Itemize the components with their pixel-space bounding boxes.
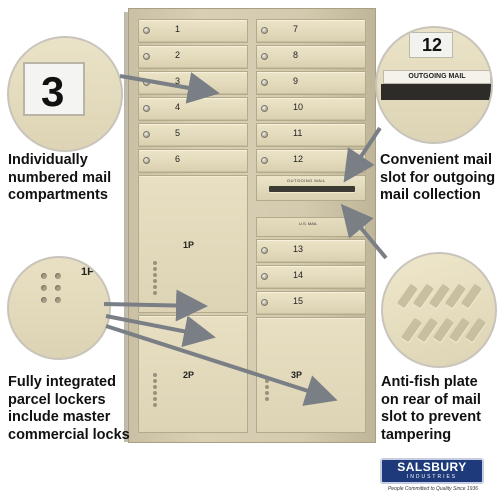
door-number: 5 [175,128,181,138]
lock-dots-icon [151,260,165,296]
lock-icon [261,299,268,306]
parcel-label: 1P [81,266,95,278]
callout-line: Anti-fish plate [381,374,478,390]
logo-tagline: People Committed to Quality Since 1936 [387,486,479,492]
door-number: 1 [175,24,181,34]
door-number: 7 [293,24,299,34]
mail-door: 13 [256,239,366,263]
lock-icon [261,105,268,112]
door-number: 2 [175,50,181,60]
lock-dots-icon [263,378,277,402]
mail-door: 15 [256,291,366,315]
callout-line: commercial locks [8,426,130,443]
callout-slot: Convenient mail slot for outgoing mail c… [380,152,498,205]
lock-dots-icon [37,270,65,306]
arrow-slot [343,126,382,183]
callout-parcel: Fully integrated parcel lockers include … [8,374,138,444]
mail-door: 9 [256,71,366,95]
door-number: 4 [175,102,181,112]
lock-icon [261,247,268,254]
lock-icon [143,131,150,138]
arrow-parcel-1 [103,289,208,322]
callout-line: include master [8,409,111,425]
lock-icon [143,157,150,164]
callout-line: slot to prevent [381,409,481,425]
mail-door: 11 [256,123,366,147]
lock-icon [261,273,268,280]
zoom-parcel-lock: 1P [7,256,111,360]
usmail-label: U.S. MAIL [299,221,318,226]
lock-icon [261,79,268,86]
callout-line: Convenient mail [380,152,492,168]
callout-line: tampering [381,426,452,443]
tag-number: 12 [422,35,443,55]
door-number: 10 [293,102,304,112]
slot-label: OUTGOING MAIL [287,178,326,183]
mail-door: 1 [138,19,248,43]
callout-line: numbered mail [8,169,112,186]
door-number: 3 [175,76,181,86]
logo-brand: SALSBURY [397,460,467,474]
parcel-label: 3P [291,370,303,380]
mail-door: 2 [138,45,248,69]
door-number: 15 [293,296,304,306]
callout-line: parcel lockers [8,391,106,408]
mailbox-unit: 1 2 3 4 5 6 1P 2P 7 8 9 10 11 12 OUTGOIN… [128,8,376,443]
lock-icon [143,105,150,112]
tag-number: 3 [41,68,65,115]
lock-dots-icon [151,372,165,408]
zoom-outgoing-slot: 12 OUTGOING MAIL [375,26,493,144]
callout-compartments: Individually numbered mail compartments [8,152,126,205]
outgoing-mail-label: OUTGOING MAIL [383,70,491,84]
lock-icon [261,27,268,34]
door-number: 8 [293,50,299,60]
arrow-compartment [119,72,220,104]
lock-icon [261,131,268,138]
callout-line: mail collection [380,187,481,203]
mail-door: 7 [256,19,366,43]
door-number: 11 [293,128,303,138]
mail-door: 6 [138,149,248,173]
door-number: 14 [293,270,304,280]
mail-door: 10 [256,97,366,121]
arrow-parcel-3 [105,324,338,406]
mail-door: 5 [138,123,248,147]
lock-icon [261,53,268,60]
zoom-compartment-number: 3 [7,36,123,152]
parcel-label: 2P [183,370,195,380]
door-number: 6 [175,154,181,164]
lock-icon [261,157,268,164]
salsbury-logo: SALSBURY INDUSTRIES People Committed to … [372,458,494,492]
lock-icon [143,53,150,60]
callout-line: Individually [8,152,88,168]
usps-panel: U.S. MAIL [256,217,366,237]
door-number: 9 [293,76,299,86]
parcel-label: 1P [183,240,195,250]
callout-line: on rear of mail [381,391,481,408]
callout-line: Fully integrated [8,374,116,390]
slot-opening [269,186,355,192]
zoom-anti-fish-plate [381,252,497,368]
lock-icon [143,27,150,34]
mail-door: 8 [256,45,366,69]
arrow-parcel-2 [105,314,216,348]
number-tag: 3 [23,62,85,116]
door-number: 13 [293,244,304,254]
slot-opening [381,84,491,100]
parcel-locker-3p: 3P [256,317,366,433]
door-number: 12 [293,154,304,164]
callout-line: slot for outgoing [380,169,496,186]
number-tag: 12 [409,32,453,58]
mail-door: 14 [256,265,366,289]
callout-line: compartments [8,187,108,203]
arrow-antifish [340,203,388,260]
logo-sub: INDUSTRIES [406,474,458,480]
logo-box: SALSBURY INDUSTRIES [380,458,484,484]
callout-antifish: Anti-fish plate on rear of mail slot to … [381,374,499,444]
